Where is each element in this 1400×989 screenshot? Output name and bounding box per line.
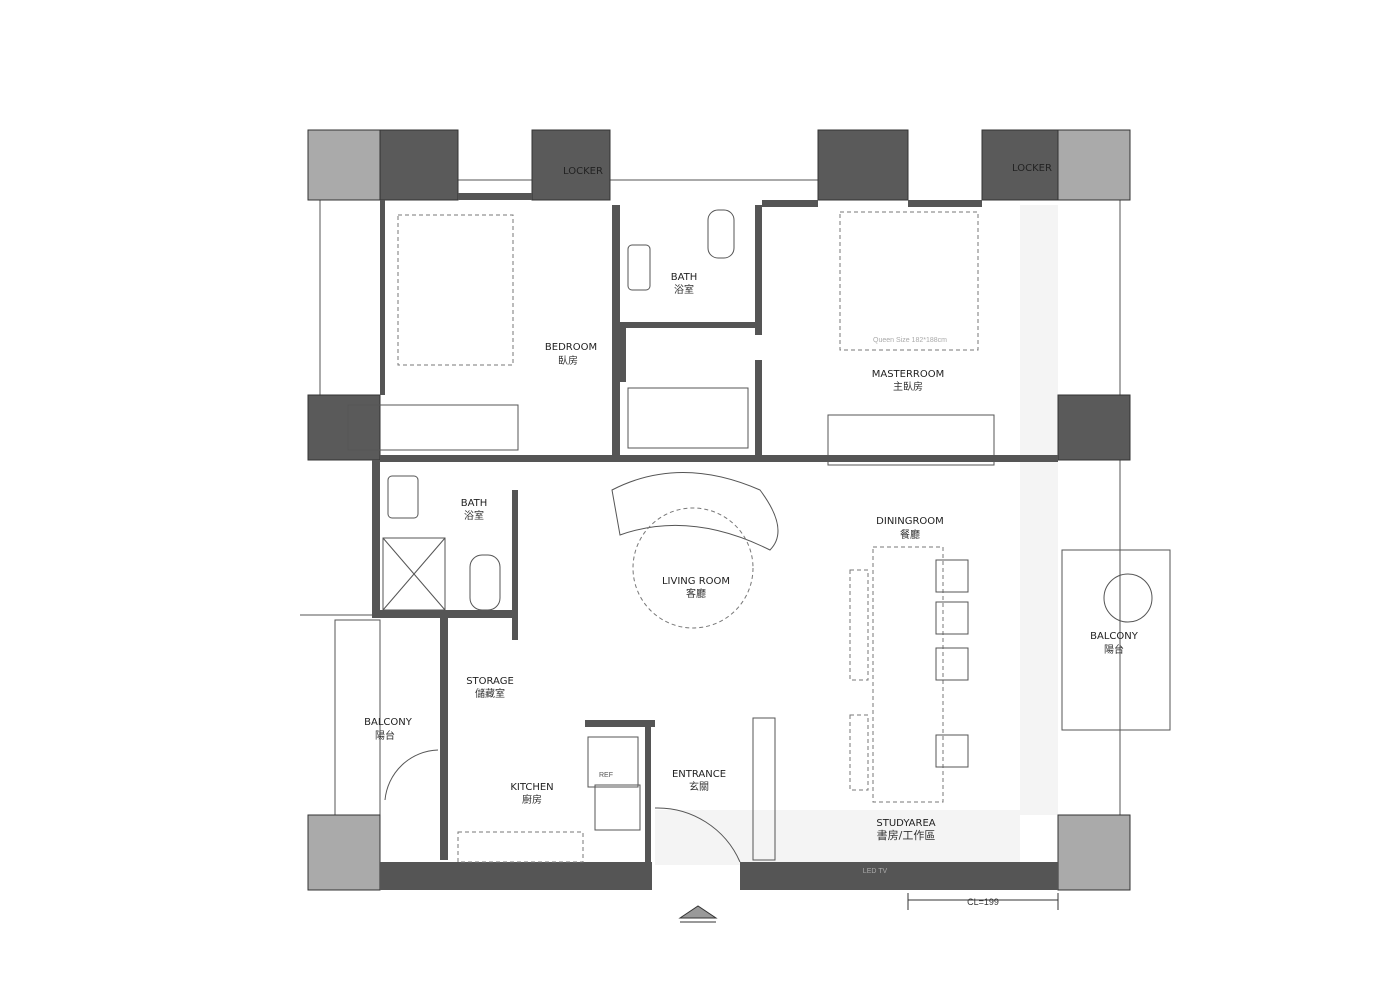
shower — [382, 537, 446, 611]
bedroom-label: BEDROOM — [545, 342, 597, 353]
balcony-right-outline — [1061, 549, 1171, 731]
bath-top-label-zh: 浴室 — [674, 283, 694, 296]
entrance-label-zh: 玄關 — [689, 780, 709, 793]
entrance-door-swing — [654, 807, 741, 863]
balcony-door-swing — [384, 749, 439, 801]
walls — [372, 193, 1058, 890]
studyarea-label-zh: 書房/工作區 — [877, 828, 936, 842]
ref-label: REF — [599, 772, 613, 779]
balcony-left-label-zh: 陽台 — [375, 729, 395, 742]
furniture — [347, 209, 1153, 923]
dimension-label: CL=199 — [967, 897, 999, 907]
bath-top-label: BATH — [671, 272, 698, 283]
shoe-cabinet — [752, 717, 776, 861]
entrance-label: ENTRANCE — [672, 769, 726, 780]
bath-left-label-zh: 浴室 — [464, 509, 484, 522]
bed-size-note: Queen Size 182*188cm — [873, 337, 947, 344]
dining-table — [872, 546, 944, 803]
kitchen-label: KITCHEN — [510, 782, 553, 793]
window-sill-floor — [1020, 205, 1058, 815]
living-room-label-zh: 客廳 — [686, 587, 706, 600]
kitchen-label-zh: 廚房 — [522, 793, 542, 806]
balcony-left-label: BALCONY — [364, 717, 413, 728]
living-rug — [632, 507, 754, 629]
locker-right-label: LOCKER — [1012, 163, 1052, 174]
stove — [594, 784, 641, 831]
locker-left-label: LOCKER — [563, 166, 603, 177]
bath-left-label: BATH — [461, 498, 488, 509]
studyarea-label: STUDYAREA — [876, 818, 935, 829]
diningroom-label-zh: 餐廳 — [900, 528, 920, 541]
sink-left — [387, 475, 419, 519]
masterroom-label-zh: 主臥房 — [893, 380, 923, 393]
bedroom-label-zh: 臥房 — [558, 354, 578, 367]
refrigerator — [587, 736, 639, 788]
outer-outline — [300, 179, 1171, 816]
bedroom-bed — [397, 214, 514, 366]
toilet-top — [707, 209, 735, 259]
toilet-left — [469, 554, 501, 611]
storage-label: STORAGE — [466, 676, 514, 687]
storage-label-zh: 儲藏室 — [475, 687, 505, 700]
balcony-right-label-zh: 陽台 — [1104, 643, 1124, 656]
led-tv-label: LED TV — [863, 868, 888, 875]
masterroom-label: MASTERROOM — [872, 369, 945, 380]
entrance-arrow-icon — [678, 905, 718, 919]
sink-top — [627, 244, 651, 291]
diningroom-label: DININGROOM — [876, 516, 944, 527]
master-bed — [839, 211, 979, 351]
master-wardrobe — [827, 414, 995, 466]
study-area-floor — [655, 810, 1020, 865]
sofa — [611, 472, 779, 551]
room-labels: LOCKER LOCKER BATH 浴室 BEDROOM 臥房 Queen S… — [364, 163, 1139, 907]
balcony-right-label: BALCONY — [1090, 631, 1139, 642]
bathtub — [627, 387, 749, 449]
bedroom-wardrobe — [347, 404, 519, 451]
plant — [1103, 573, 1153, 623]
columns — [307, 129, 1131, 891]
living-room-label: LIVING ROOM — [662, 576, 730, 587]
kitchen-counter — [457, 831, 584, 863]
